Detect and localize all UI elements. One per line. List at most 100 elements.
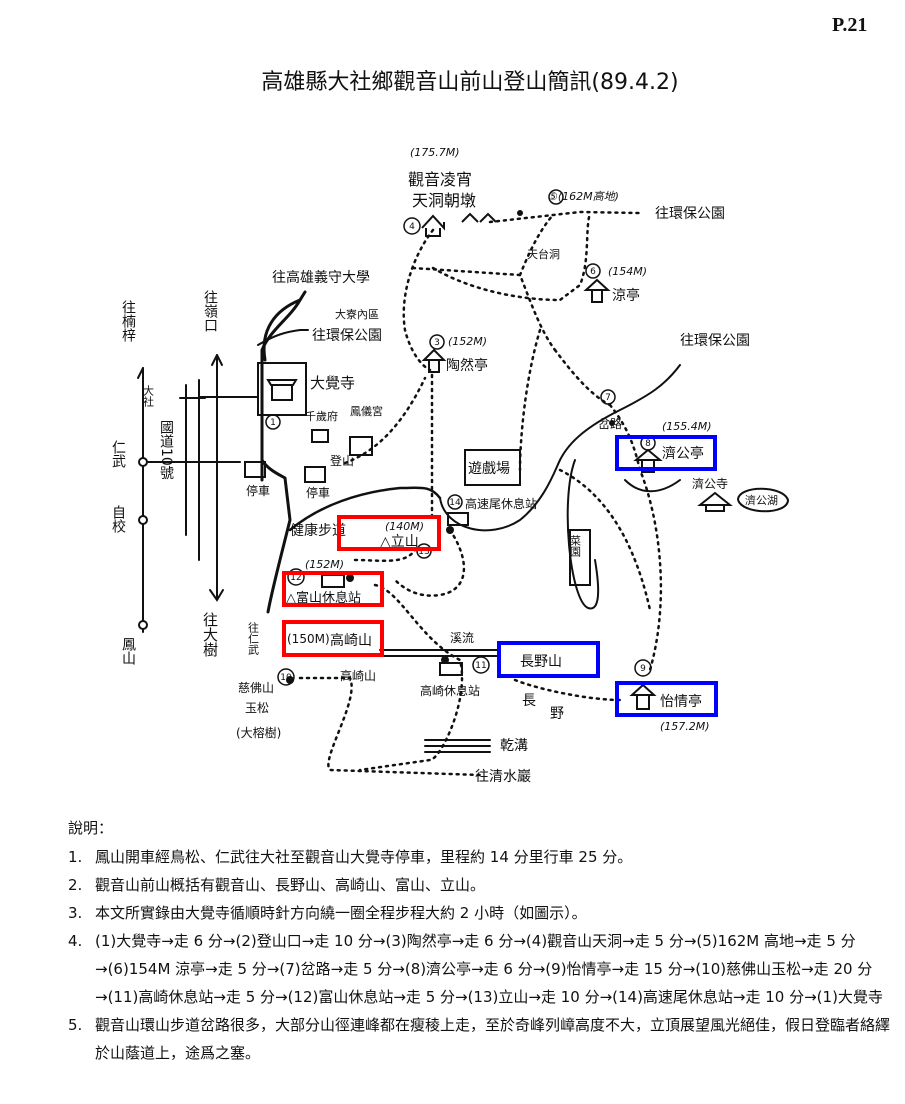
circle-number: 1 — [270, 418, 276, 428]
circle-number: 6 — [590, 267, 596, 277]
label-qiansui: 千歲府 — [305, 409, 338, 423]
label-changye-1: 長 — [522, 693, 536, 709]
notes-heading: 說明： — [68, 819, 114, 837]
notes-section: 說明： 1. 鳳山開車經鳥松、仁武往大社至觀音山大覺寺停車，里程約 14 分里行車… — [68, 814, 898, 1067]
pavilion-icon — [633, 448, 663, 473]
label-jigong-lake: 濟公湖 — [745, 493, 778, 507]
label-highland: ⑤(162M高地) — [548, 190, 619, 203]
label-gaosu: 高速尾休息站 — [465, 496, 537, 511]
label-jigong-elev: (155.4M) — [662, 420, 712, 433]
pavilion-icon — [629, 683, 657, 710]
label-fengshan: 鳳山 — [120, 637, 136, 665]
note-number: 4. — [68, 932, 83, 950]
note-text: 觀音山環山步道岔路很多，大部分山徑連峰都在瘦稜上走，至於奇峰列嶂高度不大，立頂展… — [95, 1016, 891, 1062]
label-taoran: 陶然亭 — [446, 357, 488, 374]
label-to-isu: 往高雄義守大學 — [272, 269, 370, 286]
circle-number: 14 — [449, 498, 461, 508]
jigong-temple-icon — [697, 491, 733, 512]
label-peak-1: 觀音凌宵 — [408, 170, 472, 189]
label-renwu: 仁武 — [110, 440, 126, 468]
label-to-renwu: 往仁武 — [247, 621, 260, 655]
label-cifo-2: 玉松 — [245, 701, 269, 715]
note-number: 3. — [68, 904, 83, 922]
label-yiqing-elev: (157.2M) — [660, 720, 710, 733]
circle-number: 11 — [475, 661, 486, 671]
highlight-box-changye — [497, 641, 600, 678]
label-daliao: 大寮內區 — [335, 307, 379, 321]
note-number: 5. — [68, 1016, 83, 1034]
pavilion-icon — [421, 214, 445, 237]
note-number: 2. — [68, 876, 83, 894]
note-item: 4. (1)大覺寺→走 6 分→(2)登山口→走 10 分→(3)陶然亭→走 6 … — [68, 927, 898, 1011]
label-fengyi: 鳳儀宮 — [350, 404, 383, 418]
label-stream: 溪流 — [450, 631, 474, 645]
circle-number: 8 — [645, 439, 651, 449]
label-lishan-elev: (140M) — [385, 520, 424, 533]
dajue-temple-icon — [257, 362, 307, 416]
label-fork: 岔路 — [598, 416, 622, 431]
label-taoran-elev: (152M) — [448, 335, 487, 348]
note-number: 1. — [68, 848, 83, 866]
label-to-lingkou: 往嶺口 — [202, 290, 218, 332]
note-item: 3. 本文所實錄由大覺寺循順時針方向繞一圈全程步程大約 2 小時（如圖示）。 — [68, 899, 898, 927]
label-to-eco-park-1: 往環保公園 — [655, 206, 725, 222]
note-text: 鳳山開車經鳥松、仁武往大社至觀音山大覺寺停車，里程約 14 分里行車 25 分。 — [95, 848, 633, 866]
page-title: 高雄縣大社鄉觀音山前山登山簡訊(89.4.2) — [261, 70, 679, 95]
highlight-box-fushan — [282, 571, 384, 607]
label-trailhead: 登山 — [330, 453, 354, 468]
label-parking-1: 停車 — [246, 483, 270, 498]
label-to-eco-park-2: 往環保公園 — [312, 328, 382, 344]
playground-box — [464, 449, 521, 486]
label-peak-2: 天洞朝墩 — [412, 191, 476, 210]
note-text: 觀音山前山概括有觀音山、長野山、高崎山、富山、立山。 — [95, 876, 486, 894]
lake-icon — [737, 487, 790, 513]
label-fushan: △富山休息站 — [286, 590, 361, 606]
highlight-box-yiqing — [615, 681, 718, 717]
circle-number: 13 — [418, 547, 429, 557]
label-to-qingshui: 往清水巖 — [475, 769, 531, 785]
label-lishan: △立山 — [380, 534, 419, 550]
label-pavilion6-elev: (154M) — [608, 265, 647, 278]
label-tiantai-cave: 天台洞 — [527, 247, 560, 261]
label-health-trail: 健康步道 — [290, 522, 346, 539]
label-dajue-temple: 大覺寺 — [310, 374, 355, 392]
label-gaoqi: 高崎山 — [340, 668, 376, 683]
highlight-box-gaoqi — [282, 620, 384, 657]
label-cifo-1: 慈佛山 — [238, 680, 274, 695]
label-dashe: 大社 — [142, 384, 155, 408]
farm-box — [569, 529, 591, 586]
circle-number: 4 — [409, 222, 415, 232]
pavilion-icon — [583, 278, 611, 303]
label-to-eco-park-3: 往環保公園 — [680, 333, 750, 349]
label-freeway: 國道10號 — [158, 420, 174, 481]
label-cifo-3: (大榕樹) — [236, 725, 281, 740]
label-gaoqi-peak: 高崎山 — [330, 632, 372, 649]
label-jigong-pavilion: 濟公亭 — [662, 445, 704, 462]
label-fushan-elev: (152M) — [305, 558, 344, 571]
trail-map: 1 4 3 6 7 8 9 10 11 12 13 14 (175.7M) 觀音… — [110, 146, 790, 785]
label-playground: 遊戲場 — [468, 461, 510, 477]
note-text: 本文所實錄由大覺寺循順時針方向繞一圈全程步程大約 2 小時（如圖示）。 — [95, 904, 587, 922]
label-dry-ditch: 乾溝 — [500, 738, 528, 754]
label-changye-peak: 長野山 — [520, 654, 562, 670]
page-number: P.21 — [832, 14, 868, 36]
note-text: (1)大覺寺→走 6 分→(2)登山口→走 10 分→(3)陶然亭→走 6 分→… — [95, 932, 883, 1006]
highlight-box-lishan — [337, 515, 441, 551]
label-peak-elev: (175.7M) — [410, 146, 460, 159]
note-item: 2. 觀音山前山概括有觀音山、長野山、高崎山、富山、立山。 — [68, 871, 898, 899]
circle-number: 3 — [434, 338, 440, 348]
circle-number: 10 — [280, 673, 292, 683]
label-school: 自校 — [110, 505, 126, 533]
circle-number: 9 — [640, 664, 646, 674]
circle-number: 12 — [290, 573, 301, 583]
note-item: 5. 觀音山環山步道岔路很多，大部分山徑連峰都在瘦稜上走，至於奇峰列嶂高度不大，立… — [68, 1011, 898, 1067]
label-to-nanzi: 往楠梓 — [120, 300, 136, 342]
label-yiqing: 怡情亭 — [660, 693, 702, 710]
note-item: 1. 鳳山開車經鳥松、仁武往大社至觀音山大覺寺停車，里程約 14 分里行車 25 … — [68, 843, 898, 871]
label-to-dashu: 往大樹 — [201, 612, 219, 657]
label-pavilion6: 涼亭 — [612, 287, 640, 304]
label-farm: 菜園 — [569, 535, 582, 558]
label-gaoqi-rest: 高崎休息站 — [420, 683, 480, 698]
label-parking-2: 停車 — [306, 485, 330, 500]
circle-number: 7 — [605, 393, 611, 403]
